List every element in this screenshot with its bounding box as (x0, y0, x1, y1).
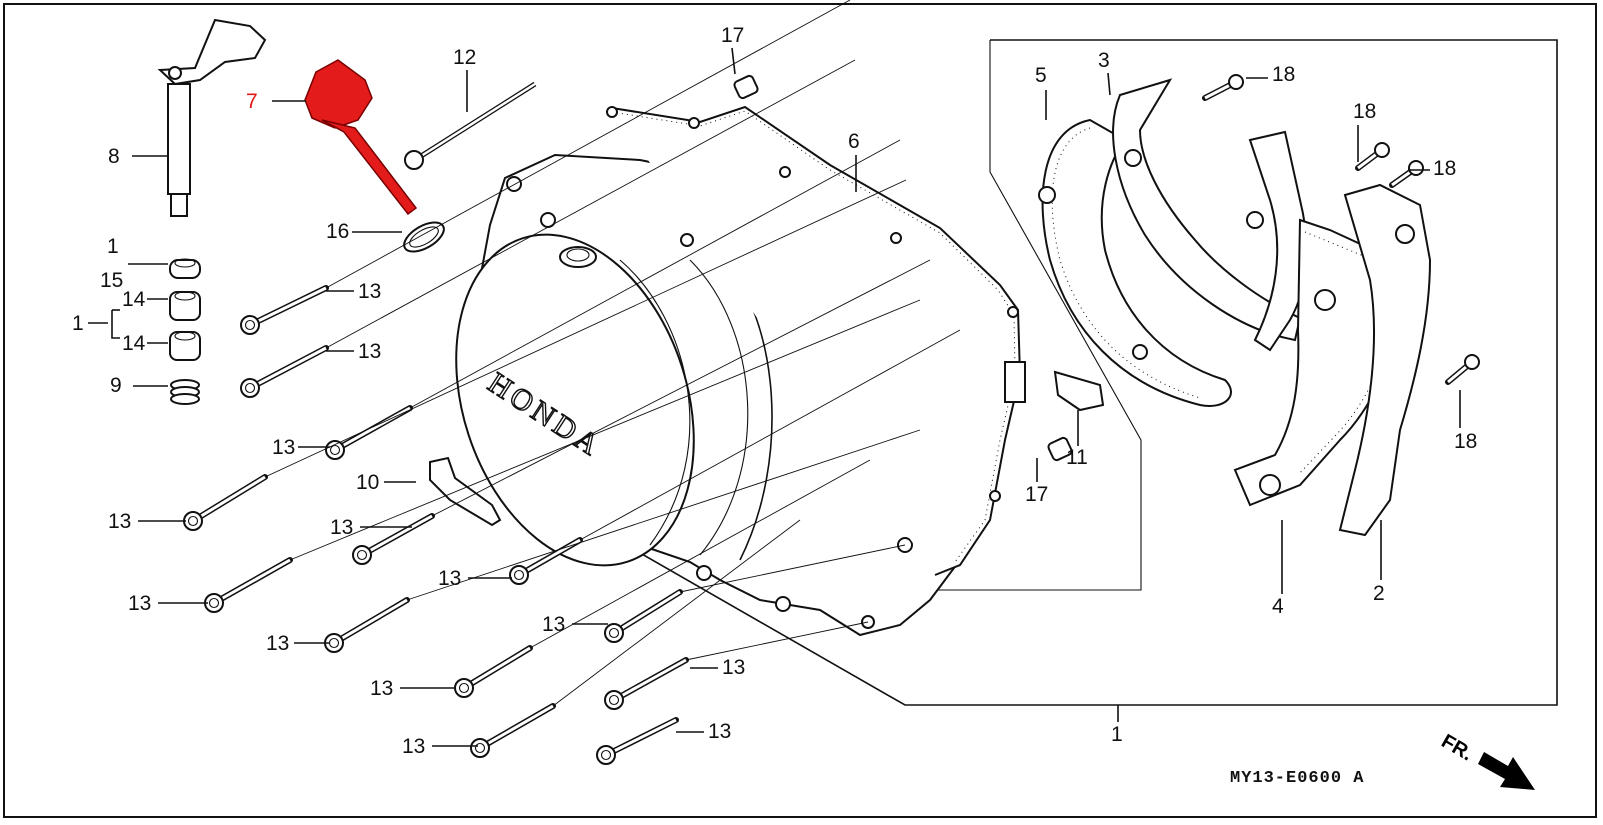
callout-13[interactable]: 13 (358, 340, 381, 363)
callout-16[interactable]: 16 (326, 220, 349, 243)
callout-14[interactable]: 14 (122, 332, 146, 355)
screw-18 (1445, 354, 1480, 385)
callout-13[interactable]: 13 (438, 567, 461, 590)
flange-bolt-13 (470, 703, 556, 758)
needle-bearing-14-lower (169, 331, 201, 361)
alignment-line (529, 459, 871, 649)
flange-bolt-13 (204, 557, 293, 613)
callout-6[interactable]: 6 (848, 130, 860, 153)
alignment-line (579, 329, 961, 541)
callout-13[interactable]: 13 (370, 677, 393, 700)
bracket-line (111, 310, 120, 339)
callout-13[interactable]: 13 (272, 436, 295, 459)
leader-line-17 (731, 47, 736, 75)
alignment-line (264, 179, 907, 478)
gasket-5 (1038, 118, 1232, 407)
flange-bolt-13 (596, 717, 679, 765)
screw-18 (1202, 74, 1244, 101)
plate-2 (1338, 183, 1432, 537)
alignment-line (409, 139, 901, 409)
callout-11[interactable]: 11 (1066, 446, 1088, 469)
callout-13[interactable]: 13 (722, 656, 745, 679)
flange-bolt-13 (325, 405, 413, 460)
screw-18 (1389, 160, 1424, 188)
alignment-line (685, 621, 869, 661)
callout-labels: 7811514141912161761011175342181818181131… (72, 24, 1477, 758)
callout-18[interactable]: 18 (1454, 430, 1477, 453)
callout-10[interactable]: 10 (356, 471, 379, 494)
callout-13[interactable]: 13 (330, 516, 353, 539)
shaft-8 (157, 18, 267, 217)
front-label: FR. (1438, 730, 1477, 765)
flange-bolt-13 (240, 285, 329, 335)
bearing-15 (169, 258, 201, 279)
needle-bearing-14-upper (169, 291, 201, 321)
callout-13[interactable]: 13 (358, 280, 381, 303)
callout-14[interactable]: 14 (122, 288, 146, 311)
callout-12[interactable]: 12 (453, 46, 476, 69)
alignment-line (406, 429, 921, 601)
callout-13[interactable]: 13 (708, 720, 731, 743)
flange-bolt-13 (454, 645, 533, 698)
callout-13[interactable]: 13 (542, 613, 565, 636)
flange-bolt-13 (604, 589, 683, 643)
callout-17[interactable]: 17 (721, 24, 744, 47)
oil-filler-cap-7[interactable] (304, 59, 418, 216)
bolt-12 (404, 81, 537, 170)
clamp-10 (429, 456, 502, 527)
flange-bolt-13 (352, 513, 435, 565)
callout-9[interactable]: 9 (110, 374, 122, 397)
spring-9 (170, 379, 200, 405)
callout-7[interactable]: 7 (246, 90, 258, 113)
alignment-line (325, 0, 851, 289)
dowel-17-lower (1047, 436, 1073, 462)
leader-lines (88, 0, 1461, 747)
callout-15[interactable]: 15 (100, 269, 123, 292)
front-arrow-icon (1478, 752, 1535, 790)
drawing-code: MY13-E0600 A (1230, 769, 1364, 788)
screw-18 (1355, 142, 1390, 171)
callout-3[interactable]: 3 (1098, 49, 1110, 72)
callout-8[interactable]: 8 (108, 145, 120, 168)
alignment-line (552, 519, 801, 707)
callout-17[interactable]: 17 (1025, 483, 1048, 506)
cover-gasket (606, 105, 1026, 576)
callout-13[interactable]: 13 (402, 735, 425, 758)
flange-bolt-13 (183, 474, 268, 531)
callout-1[interactable]: 1 (1111, 723, 1123, 746)
alignment-line (289, 299, 921, 561)
alignment-line (325, 59, 856, 349)
grommet-11 (1053, 370, 1105, 412)
callout-13[interactable]: 13 (128, 592, 151, 615)
callout-2[interactable]: 2 (1373, 582, 1385, 605)
dowel-17-upper (733, 74, 759, 100)
alignment-line (431, 259, 931, 517)
callout-1[interactable]: 1 (107, 235, 119, 258)
o-ring-16 (403, 221, 445, 253)
callout-18[interactable]: 18 (1272, 63, 1295, 86)
callout-5[interactable]: 5 (1035, 64, 1047, 87)
callout-13[interactable]: 13 (108, 510, 131, 533)
callout-1[interactable]: 1 (72, 312, 84, 335)
callout-18[interactable]: 18 (1353, 100, 1376, 123)
flange-bolt-13 (604, 657, 689, 710)
callout-4[interactable]: 4 (1272, 595, 1284, 618)
front-direction-indicator: FR. (1438, 730, 1535, 790)
callout-18[interactable]: 18 (1433, 157, 1456, 180)
bolts-group (183, 74, 1480, 765)
alignment-line (679, 544, 906, 593)
callout-13[interactable]: 13 (266, 632, 289, 655)
flange-bolt-13 (324, 597, 410, 653)
leader-line-3 (1107, 72, 1111, 96)
flange-bolt-13 (240, 345, 329, 398)
